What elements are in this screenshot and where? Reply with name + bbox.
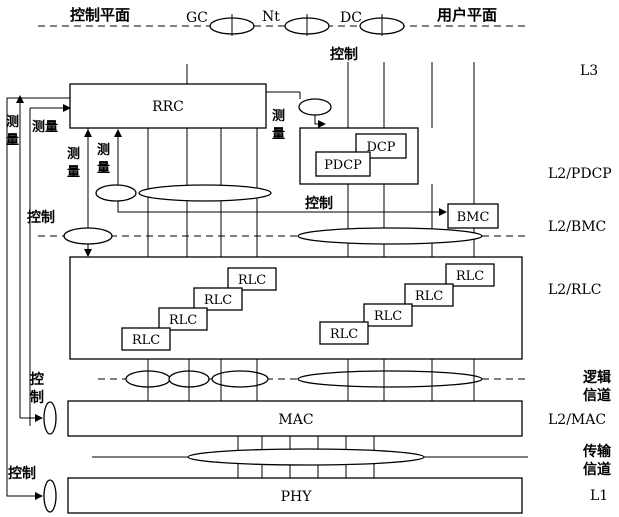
rrc-pdcp-sap-ellipse	[298, 98, 332, 116]
rlc-block	[227, 267, 277, 291]
rlc-label: RLC	[132, 333, 160, 348]
rlc-block	[193, 287, 243, 311]
rlc-control-group: RLC RLC RLC RLC	[121, 267, 277, 351]
control-label-bmc: 控制	[27, 209, 55, 226]
control-mac-char2: 制	[30, 389, 44, 406]
logical-channel-ellipse	[211, 370, 269, 388]
phy-control-sap-ellipse	[43, 479, 57, 513]
pdcp-block	[315, 151, 371, 177]
bmc-data-sap-ellipse	[297, 227, 483, 245]
control-label-top: 控制	[330, 46, 358, 63]
measure-right-char1: 测	[272, 108, 285, 124]
rlc-label: RLC	[456, 269, 484, 284]
pdcp-label: PDCP	[324, 158, 362, 173]
rlc-label: RLC	[415, 289, 443, 304]
layer-l3-label: L3	[580, 63, 598, 79]
control-mac-char1: 控	[30, 371, 44, 388]
logical-channel-char2: 信道	[583, 387, 611, 404]
dc-label: DC	[340, 10, 362, 26]
rlc-label: RLC	[204, 293, 232, 308]
layer-l2-mac-label: L2/MAC	[548, 412, 606, 428]
user-plane-label: 用户平面	[437, 6, 497, 24]
mac-block	[67, 400, 523, 437]
rlc-block	[445, 263, 495, 287]
rlc-block	[363, 303, 413, 327]
layer-l1-label: L1	[590, 488, 608, 504]
phy-label: PHY	[281, 489, 313, 505]
mac-label: MAC	[278, 412, 313, 428]
transport-channel-char1: 传输	[582, 443, 612, 460]
rlc-label: RLC	[169, 313, 197, 328]
layer-l2-rlc-label: L2/RLC	[548, 282, 601, 298]
rlc-label: RLC	[374, 309, 402, 324]
rlc-block	[319, 321, 369, 345]
rlc-user-group: RLC RLC RLC RLC	[319, 263, 495, 345]
measure-outer-char1: 测	[6, 114, 19, 130]
layer-l2-pdcp-label: L2/PDCP	[548, 166, 612, 182]
logical-channel-char1: 逻辑	[583, 369, 611, 386]
pdcp-control-sap-ellipse	[95, 184, 137, 202]
control-plane-label: 控制平面	[70, 6, 130, 24]
rrc-label: RRC	[152, 99, 184, 115]
rlc-block	[158, 307, 208, 331]
logical-channel-ellipse	[297, 370, 483, 388]
measure-mid-char1: 测	[67, 146, 80, 162]
bmc-control-sap-ellipse	[63, 227, 113, 245]
rlc-label: RLC	[330, 327, 358, 342]
phy-block	[67, 477, 523, 514]
layer-l2-bmc-label: L2/BMC	[548, 219, 606, 235]
measure-left-label: 测量	[32, 119, 58, 135]
transport-channel-char2: 信道	[583, 461, 611, 478]
transport-channel-ellipse	[187, 448, 425, 466]
measure-mid-char2: 量	[67, 165, 80, 180]
rlc-block	[404, 283, 454, 307]
gc-label: GC	[186, 10, 208, 26]
nt-label: Nt	[262, 9, 280, 25]
bmc-label: BMC	[457, 210, 490, 225]
dcp-label: DCP	[366, 140, 395, 155]
rlc-block	[121, 327, 171, 351]
rlc-label: RLC	[238, 273, 266, 288]
control-label-pdcp: 控制	[305, 195, 333, 212]
measure-inner-char2: 量	[97, 161, 110, 176]
mac-control-sap-ellipse	[43, 401, 57, 435]
measure-right-char2: 量	[272, 127, 285, 142]
bmc-block	[447, 203, 499, 229]
rrc-block	[69, 83, 267, 129]
measure-outer-char2: 量	[6, 133, 19, 148]
control-label-phy: 控制	[8, 465, 36, 482]
pdcp-data-sap-ellipse	[138, 184, 272, 202]
measure-inner-char1: 测	[97, 142, 110, 158]
